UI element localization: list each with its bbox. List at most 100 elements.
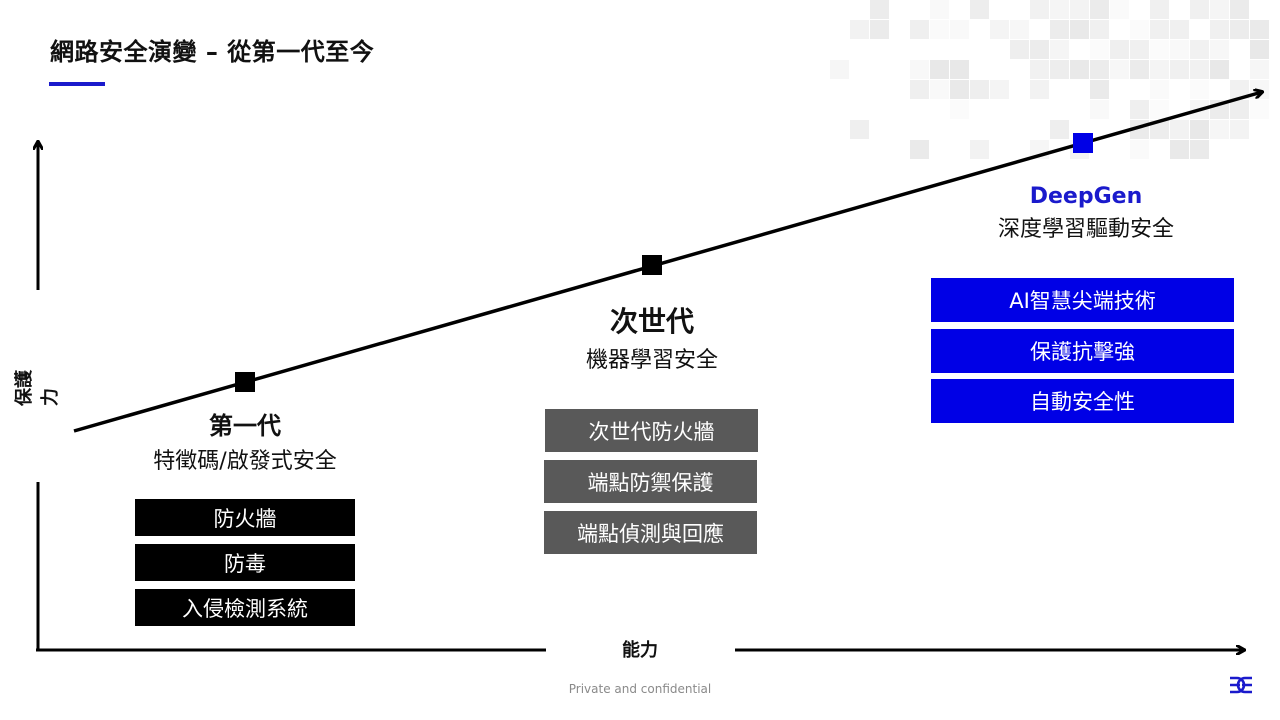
stage-gen1-label: 第一代 特徵碼/啟發式安全 — [135, 406, 355, 475]
gen1-item-antivirus: 防毒 — [135, 544, 355, 581]
mosaic-tile — [1250, 60, 1269, 79]
mosaic-tile — [1150, 20, 1169, 39]
mosaic-tile — [1150, 0, 1169, 19]
mosaic-tile — [1170, 140, 1189, 159]
mosaic-tile — [1190, 40, 1209, 59]
mosaic-tile — [1070, 0, 1089, 19]
mosaic-tile — [910, 20, 929, 39]
mosaic-tile — [1190, 120, 1209, 139]
mosaic-tile — [1210, 60, 1229, 79]
mosaic-tile — [1150, 100, 1169, 119]
mosaic-tile — [1050, 0, 1069, 19]
mosaic-tile — [1090, 40, 1109, 59]
mosaic-tile — [1110, 60, 1129, 79]
nextgen-item-ngfw: 次世代防火牆 — [545, 409, 758, 452]
mosaic-tile — [1050, 20, 1069, 39]
mosaic-tile — [1190, 60, 1209, 79]
mosaic-tile — [1150, 60, 1169, 79]
mosaic-tile — [870, 20, 889, 39]
mosaic-tile — [1190, 80, 1209, 99]
mosaic-tile — [1130, 100, 1149, 119]
mosaic-tile — [1190, 140, 1209, 159]
stage-nextgen-title: 次世代 — [609, 305, 694, 338]
mosaic-tile — [1050, 40, 1069, 59]
mosaic-tile — [1170, 120, 1189, 139]
milestone-marker-nextgen — [642, 255, 662, 275]
mosaic-tile — [1010, 20, 1029, 39]
mosaic-tile — [930, 0, 949, 19]
stage-deepgen-subtitle: 深度學習驅動安全 — [997, 217, 1174, 242]
mosaic-tile — [930, 20, 949, 39]
mosaic-tile — [1030, 80, 1049, 99]
stage-deepgen-title: DeepGen — [1029, 184, 1143, 209]
mosaic-tile — [1090, 20, 1109, 39]
mosaic-tile — [1150, 120, 1169, 139]
gen1-item-ids: 入侵檢測系統 — [135, 589, 355, 626]
mosaic-tile — [1230, 100, 1249, 119]
mosaic-tile — [950, 100, 969, 119]
mosaic-tile — [1170, 40, 1189, 59]
mosaic-tile — [1070, 60, 1089, 79]
mosaic-tile — [870, 0, 889, 19]
mosaic-tile — [830, 60, 849, 79]
mosaic-tile — [910, 80, 929, 99]
mosaic-tile — [1070, 20, 1089, 39]
y-axis-label: 保護力 — [14, 370, 61, 406]
trend-arrow — [73, 92, 1262, 433]
deepgen-item-auto-security: 自動安全性 — [931, 379, 1234, 423]
stage-nextgen-subtitle: 機器學習安全 — [585, 348, 718, 373]
mosaic-tile — [1250, 100, 1269, 119]
mosaic-tile — [1130, 140, 1149, 159]
mosaic-tile — [950, 60, 969, 79]
mosaic-tile — [970, 140, 989, 159]
title-underline — [49, 82, 105, 86]
mosaic-tile — [990, 80, 1009, 99]
mosaic-tile — [1170, 60, 1189, 79]
mosaic-tile — [1150, 80, 1169, 99]
mosaic-tile — [1230, 0, 1249, 19]
mosaic-tile — [1210, 0, 1229, 19]
mosaic-tile — [1110, 0, 1129, 19]
stage-gen1-subtitle: 特徵碼/啟發式安全 — [153, 449, 337, 474]
mosaic-tile — [1050, 60, 1069, 79]
page-title: 網路安全演變 – 從第一代至今 — [50, 38, 375, 66]
mosaic-tile — [1030, 0, 1049, 19]
x-axis-label: 能力 — [622, 640, 658, 661]
mosaic-tile — [1130, 20, 1149, 39]
mosaic-tile — [930, 80, 949, 99]
mosaic-tile — [1030, 60, 1049, 79]
stage-deepgen-label: DeepGen 深度學習驅動安全 — [966, 184, 1206, 243]
mosaic-tile — [930, 60, 949, 79]
stage-nextgen-label: 次世代 機器學習安全 — [540, 300, 764, 374]
mosaic-tile — [1030, 40, 1049, 59]
mosaic-tile — [970, 0, 989, 19]
mosaic-tile — [950, 80, 969, 99]
mosaic-tile — [1230, 20, 1249, 39]
mosaic-tile — [1210, 40, 1229, 59]
gen1-item-firewall: 防火牆 — [135, 499, 355, 536]
mosaic-tile — [1230, 120, 1249, 139]
mosaic-tile — [1250, 20, 1269, 39]
milestone-marker-deepgen — [1073, 133, 1093, 153]
mosaic-tile — [1250, 40, 1269, 59]
deepgen-logo-icon — [1228, 675, 1254, 695]
milestone-marker-gen1 — [235, 372, 255, 392]
mosaic-tile — [1010, 40, 1029, 59]
mosaic-tile — [910, 60, 929, 79]
footer-confidential: Private and confidential — [568, 682, 712, 696]
mosaic-tile — [1190, 0, 1209, 19]
nextgen-item-epp: 端點防禦保護 — [544, 460, 757, 503]
mosaic-tile — [910, 140, 929, 159]
mosaic-tile — [970, 80, 989, 99]
nextgen-item-edr: 端點偵測與回應 — [544, 511, 757, 554]
mosaic-tile — [1230, 80, 1249, 99]
mosaic-tile — [1090, 80, 1109, 99]
mosaic-tile — [1090, 0, 1109, 19]
mosaic-tile — [950, 20, 969, 39]
mosaic-tile — [850, 20, 869, 39]
mosaic-tile — [1110, 40, 1129, 59]
stage-gen1-title: 第一代 — [209, 412, 281, 440]
mosaic-tile — [1210, 120, 1229, 139]
mosaic-tile — [850, 120, 869, 139]
